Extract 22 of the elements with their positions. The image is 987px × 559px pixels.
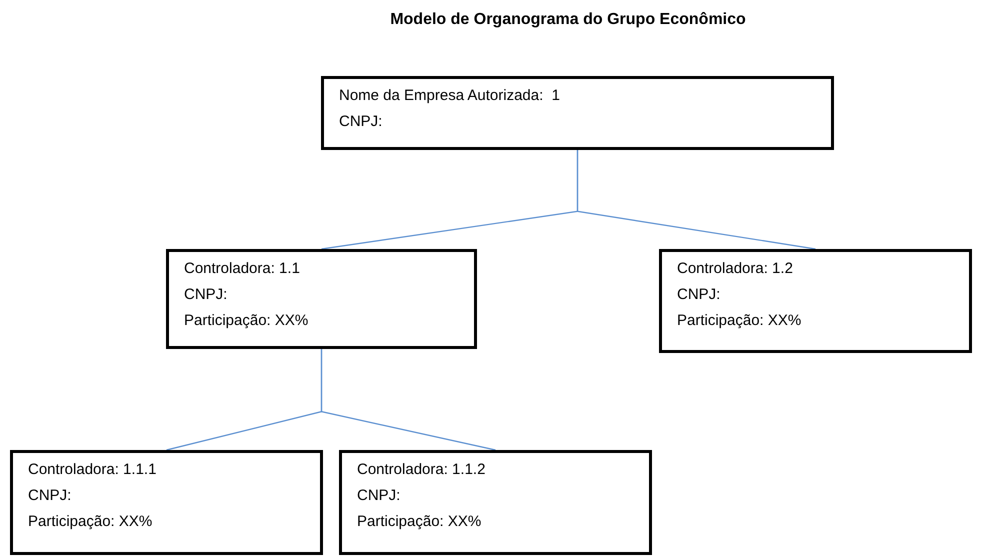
box-text: Controladora: 1.1.1 (28, 461, 158, 479)
box-text: CNPJ: (184, 286, 228, 304)
org-box (166, 249, 477, 349)
box-text: Nome da Empresa Autorizada: 1 (339, 87, 561, 105)
diagram-title: Modelo de Organograma do Grupo Econômico (389, 10, 747, 30)
box-text: CNPJ: (357, 487, 402, 505)
org-box (321, 76, 834, 150)
box-text: CNPJ: (677, 286, 722, 304)
connector-line (320, 349, 496, 451)
org-box (659, 249, 972, 353)
box-text: Participação: XX% (184, 312, 310, 330)
box-text: Controladora: 1.2 (677, 260, 794, 278)
box-text: CNPJ: (28, 487, 72, 505)
box-text: CNPJ: (339, 113, 384, 131)
box-text: Participação: XX% (357, 513, 482, 531)
box-text: Controladora: 1.1.2 (357, 461, 486, 479)
connector-line (576, 150, 816, 250)
org-box (339, 450, 652, 555)
org-box (10, 450, 323, 555)
box-text: Participação: XX% (677, 312, 802, 330)
box-text: Controladora: 1.1 (184, 260, 301, 278)
box-text: Participação: XX% (28, 513, 154, 531)
